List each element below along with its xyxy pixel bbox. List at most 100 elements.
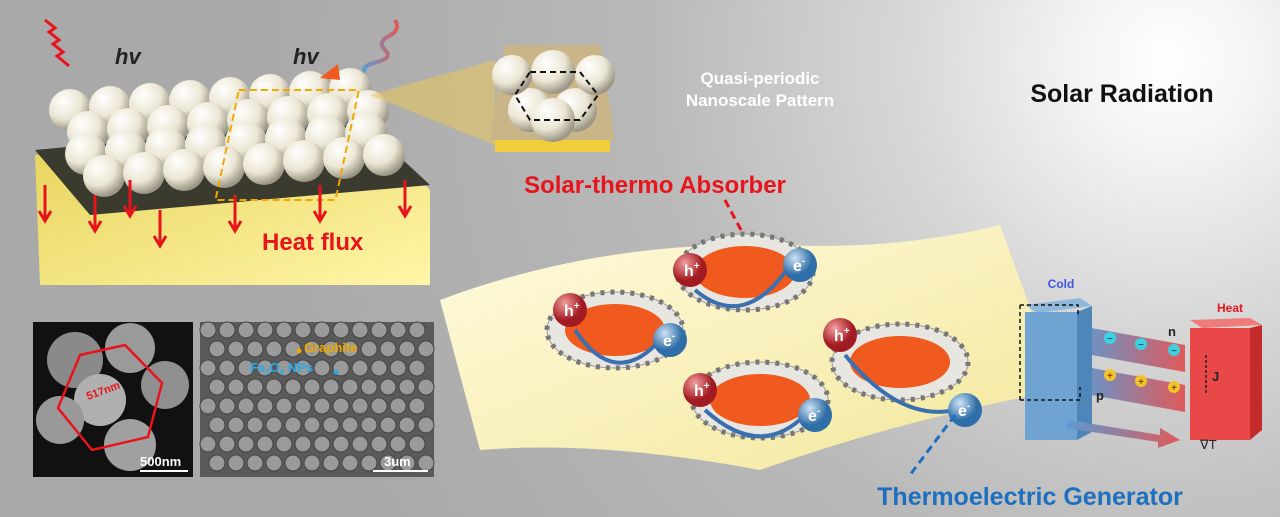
hv-label-right: hv (293, 44, 320, 69)
sem-particle (360, 340, 378, 358)
nanosphere (83, 155, 125, 197)
gradient-arrow (1066, 420, 1180, 448)
emitted-photon-wave-icon (44, 18, 70, 68)
sem-image-left: 517nm 500nm (33, 322, 193, 477)
pattern-title-line1: Quasi-periodic (700, 69, 819, 88)
sem-particle (275, 359, 293, 377)
sem-particle (417, 454, 435, 472)
sem-particle (341, 340, 359, 358)
sem-particle (389, 359, 407, 377)
heat-arrow (227, 195, 243, 234)
sem-particle (246, 416, 264, 434)
gradient-label: ∇T (1199, 437, 1217, 452)
scale-bar-label-left: 500nm (140, 454, 181, 469)
nanosphere (203, 146, 245, 188)
sem-particle (227, 416, 245, 434)
sem-particle (351, 321, 369, 339)
quasi-periodic-inset (490, 45, 615, 152)
sem-particle (360, 378, 378, 396)
graphite-label: Graphite (304, 340, 357, 355)
hole-ball (673, 253, 707, 287)
absorber-disk (710, 374, 810, 426)
sem-particle (227, 378, 245, 396)
sem-particle (208, 454, 226, 472)
sem-particle (199, 435, 217, 453)
electron-carriers: − − − (1104, 332, 1180, 357)
n-leg (1075, 325, 1185, 372)
nanosphere (283, 140, 325, 182)
absorber-disk (695, 246, 795, 298)
sem-particle (389, 435, 407, 453)
sem-particle (417, 340, 435, 358)
sem-particle (237, 359, 255, 377)
sem-particle (218, 435, 236, 453)
cold-block (1025, 312, 1077, 440)
sem-particle (265, 416, 283, 434)
electron-ball (948, 393, 982, 427)
sem-particle (322, 378, 340, 396)
sem-particle (246, 454, 264, 472)
svg-text:+: + (1138, 377, 1144, 388)
sem-particle (360, 416, 378, 434)
sem-particle (398, 416, 416, 434)
sem-particle (227, 454, 245, 472)
heat-arrow (152, 210, 168, 249)
sem-particle (370, 321, 388, 339)
sem-particle (379, 378, 397, 396)
zoom-beam (370, 60, 495, 145)
sem-particle (208, 378, 226, 396)
hole-ball (553, 293, 587, 327)
charge-flow-arrow (843, 353, 956, 414)
sem-particle (370, 359, 388, 377)
absorber-label: Solar-thermo Absorber (524, 172, 786, 199)
sem-particle (417, 378, 435, 396)
charge-flow-arrow (573, 328, 662, 365)
sem-particle (303, 378, 321, 396)
absorber-disk (850, 336, 950, 388)
sem-particle (398, 378, 416, 396)
heat-label: Heat (1217, 301, 1243, 315)
sem-particle (275, 397, 293, 415)
heat-arrow (37, 185, 53, 224)
thermoelectric-ring-device: h+e- (544, 289, 687, 371)
sem-particle (303, 340, 321, 358)
hole-ball (823, 318, 857, 352)
sem-particle (256, 397, 274, 415)
absorber-disk (565, 304, 665, 356)
hole-ball (683, 373, 717, 407)
sem-particle (237, 321, 255, 339)
svg-text:−: − (1107, 334, 1113, 345)
sem-particle (408, 321, 426, 339)
teg-label: Thermoelectric Generator (877, 483, 1183, 511)
selection-dashed-box (214, 89, 361, 201)
sem-particle (322, 454, 340, 472)
incident-arrow-head (320, 64, 340, 80)
sem-particle (218, 321, 236, 339)
scale-bar-label-right: 3um (384, 454, 411, 469)
sem-particle (294, 359, 312, 377)
sem-particle (294, 321, 312, 339)
sem-particle (313, 321, 331, 339)
sem-particle (417, 416, 435, 434)
nanosphere (363, 134, 405, 176)
svg-text:+: + (1107, 371, 1113, 382)
charge-flow-arrow (693, 263, 792, 309)
svg-text:−: − (1171, 346, 1177, 357)
charge-flow-arrow (703, 408, 807, 439)
electron-ball (653, 323, 687, 357)
heat-arrow (87, 195, 103, 234)
heat-flux-arrows (37, 180, 413, 249)
sem-particle (237, 397, 255, 415)
sem-particle (313, 397, 331, 415)
electron-ball (783, 248, 817, 282)
sem-particle (332, 397, 350, 415)
incident-photon-wave-icon (362, 18, 399, 74)
circuit-wire (1019, 304, 1081, 401)
pattern-title-line2: Nanoscale Pattern (686, 91, 834, 110)
sem-particle (199, 359, 217, 377)
sem-particle (360, 454, 378, 472)
n-label: n (1168, 324, 1176, 339)
sem-particle (237, 435, 255, 453)
electron-ball (798, 398, 832, 432)
